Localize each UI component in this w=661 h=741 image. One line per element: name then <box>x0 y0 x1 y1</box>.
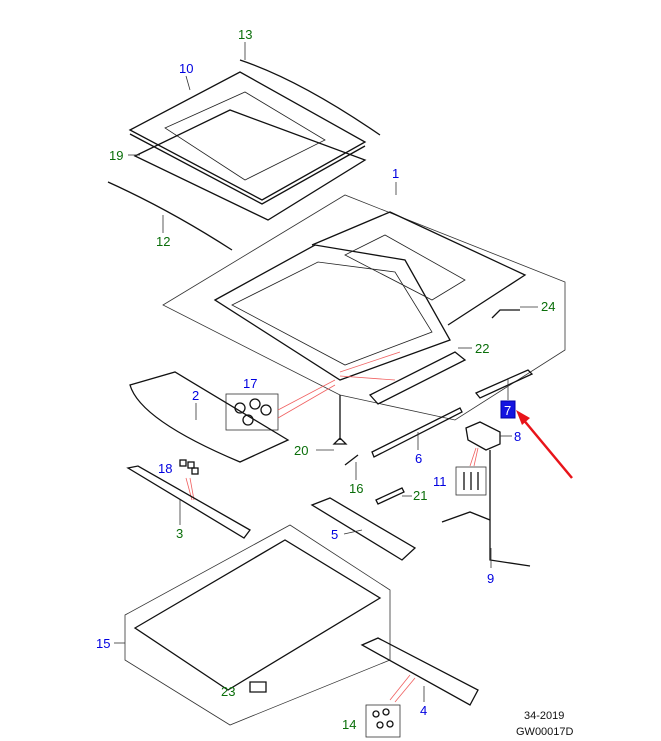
callout-7[interactable]: 7 <box>504 403 511 418</box>
callout-15[interactable]: 15 <box>96 636 110 651</box>
drawing-code: GW00017D <box>516 726 574 738</box>
callout-14[interactable]: 14 <box>342 717 356 732</box>
callout-18[interactable]: 18 <box>158 461 172 476</box>
part-20-drain <box>332 395 348 445</box>
red-arrow-icon <box>521 417 573 479</box>
part-10-glass-panel <box>128 71 367 205</box>
callout-16[interactable]: 16 <box>349 481 363 496</box>
callout-12[interactable]: 12 <box>156 234 170 249</box>
part-24 <box>491 309 520 319</box>
callout-5[interactable]: 5 <box>331 527 338 542</box>
part-15-group-outline <box>124 524 391 726</box>
callout-1[interactable]: 1 <box>392 166 399 181</box>
part-17-fastener-box <box>225 393 279 431</box>
part-13-strip <box>239 59 381 136</box>
callout-23[interactable]: 23 <box>221 684 235 699</box>
part-15-sunblind <box>133 539 382 691</box>
callout-24[interactable]: 24 <box>541 299 555 314</box>
part-7-bracket <box>474 369 534 399</box>
part-3-seal <box>126 465 251 539</box>
callout-13[interactable]: 13 <box>238 27 252 42</box>
callout-19[interactable]: 19 <box>109 148 123 163</box>
callout-20[interactable]: 20 <box>294 443 308 458</box>
callout-8[interactable]: 8 <box>514 429 521 444</box>
reference-number: 34-2019 <box>524 710 564 722</box>
part-14-screws <box>372 708 394 729</box>
part-7-highlight-box[interactable] <box>500 400 516 419</box>
callout-10[interactable]: 10 <box>179 61 193 76</box>
callout-3[interactable]: 3 <box>176 526 183 541</box>
part-12-strip <box>107 181 233 251</box>
callout-11[interactable]: 11 <box>433 474 447 489</box>
part-1-frame-assembly <box>213 211 527 381</box>
part-9-wiring-harness <box>441 450 531 567</box>
part-6-strip <box>371 407 463 458</box>
callout-17[interactable]: 17 <box>243 376 257 391</box>
callout-9[interactable]: 9 <box>487 571 494 586</box>
part-14-screw-box <box>365 704 401 738</box>
callout-2[interactable]: 2 <box>192 388 199 403</box>
part-4-rail <box>360 637 479 706</box>
callout-21[interactable]: 21 <box>413 488 427 503</box>
part-2-wind-deflector <box>129 371 290 463</box>
part-8-motor <box>465 421 501 451</box>
part-19-seal <box>133 109 367 221</box>
callout-22[interactable]: 22 <box>475 341 489 356</box>
part-18-clips <box>179 459 199 475</box>
part-22-rail <box>368 351 467 405</box>
part-21-strip <box>375 487 405 505</box>
part-16-clip <box>344 454 359 466</box>
part-23-handle <box>249 681 267 693</box>
part-5-cross-member <box>310 497 417 561</box>
callout-6[interactable]: 6 <box>415 451 422 466</box>
part-11-screw-box <box>455 466 487 496</box>
callout-4[interactable]: 4 <box>420 703 427 718</box>
